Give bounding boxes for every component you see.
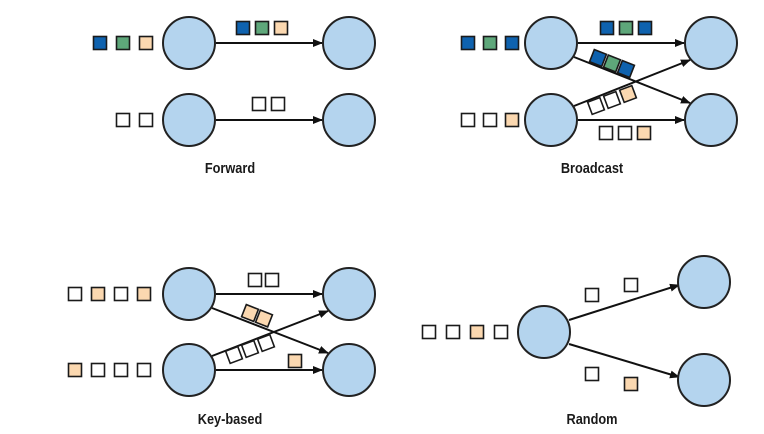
in-flight-record (224, 345, 244, 365)
broadcast-edge (573, 56, 691, 104)
in-flight-record (636, 125, 652, 141)
source-node (162, 343, 216, 397)
queued-record (493, 324, 509, 340)
queued-record (115, 35, 131, 51)
target-node (322, 93, 376, 147)
queued-record (504, 112, 520, 128)
in-flight-record (273, 20, 289, 36)
queued-record (136, 286, 152, 302)
target-node (684, 93, 738, 147)
in-flight-record (235, 20, 251, 36)
in-flight-record (584, 366, 600, 382)
in-flight-record (602, 90, 622, 110)
source-node (162, 16, 216, 70)
in-flight-record (618, 20, 634, 36)
in-flight-record (254, 309, 274, 328)
in-flight-record (617, 125, 633, 141)
queued-record (90, 362, 106, 378)
queued-record (138, 35, 154, 51)
in-flight-record (264, 272, 280, 288)
source-node (524, 16, 578, 70)
in-flight-record (586, 96, 606, 116)
in-flight-record (616, 59, 636, 79)
queued-record (445, 324, 461, 340)
queued-record (92, 35, 108, 51)
source-node (517, 305, 571, 359)
in-flight-record (256, 333, 276, 353)
key-based-edge (211, 307, 329, 354)
target-node (322, 267, 376, 321)
queued-record (460, 112, 476, 128)
in-flight-record (287, 353, 303, 369)
queued-record (421, 324, 437, 340)
queued-record (482, 112, 498, 128)
queued-record (460, 35, 476, 51)
in-flight-record (623, 277, 639, 293)
target-node (677, 255, 731, 309)
random-edge (568, 283, 680, 321)
queued-record (504, 35, 520, 51)
source-node (524, 93, 578, 147)
in-flight-record (588, 48, 608, 68)
in-flight-record (251, 96, 267, 112)
queued-record (482, 35, 498, 51)
target-node (677, 353, 731, 407)
queued-record (136, 362, 152, 378)
in-flight-record (254, 20, 270, 36)
queued-record (469, 324, 485, 340)
broadcast-edge (573, 59, 691, 107)
queued-record (113, 362, 129, 378)
source-node (162, 267, 216, 321)
target-node (684, 16, 738, 70)
queued-record (90, 286, 106, 302)
queued-record (67, 362, 83, 378)
in-flight-record (598, 125, 614, 141)
in-flight-record (618, 84, 638, 104)
random-edge (568, 343, 680, 379)
in-flight-record (584, 287, 600, 303)
in-flight-record (240, 339, 260, 359)
caption-random: Random (566, 411, 618, 428)
caption-broadcast: Broadcast (560, 160, 624, 177)
in-flight-record (602, 54, 622, 73)
in-flight-record (247, 272, 263, 288)
queued-record (67, 286, 83, 302)
queued-record (138, 112, 154, 128)
source-node (162, 93, 216, 147)
in-flight-record (240, 303, 260, 323)
queued-record (113, 286, 129, 302)
in-flight-record (623, 376, 639, 392)
in-flight-record (637, 20, 653, 36)
target-node (322, 343, 376, 397)
in-flight-record (270, 96, 286, 112)
queued-record (115, 112, 131, 128)
target-node (322, 16, 376, 70)
in-flight-record (599, 20, 615, 36)
caption-forward: Forward (204, 160, 256, 177)
caption-key-based: Key-based (197, 411, 263, 428)
